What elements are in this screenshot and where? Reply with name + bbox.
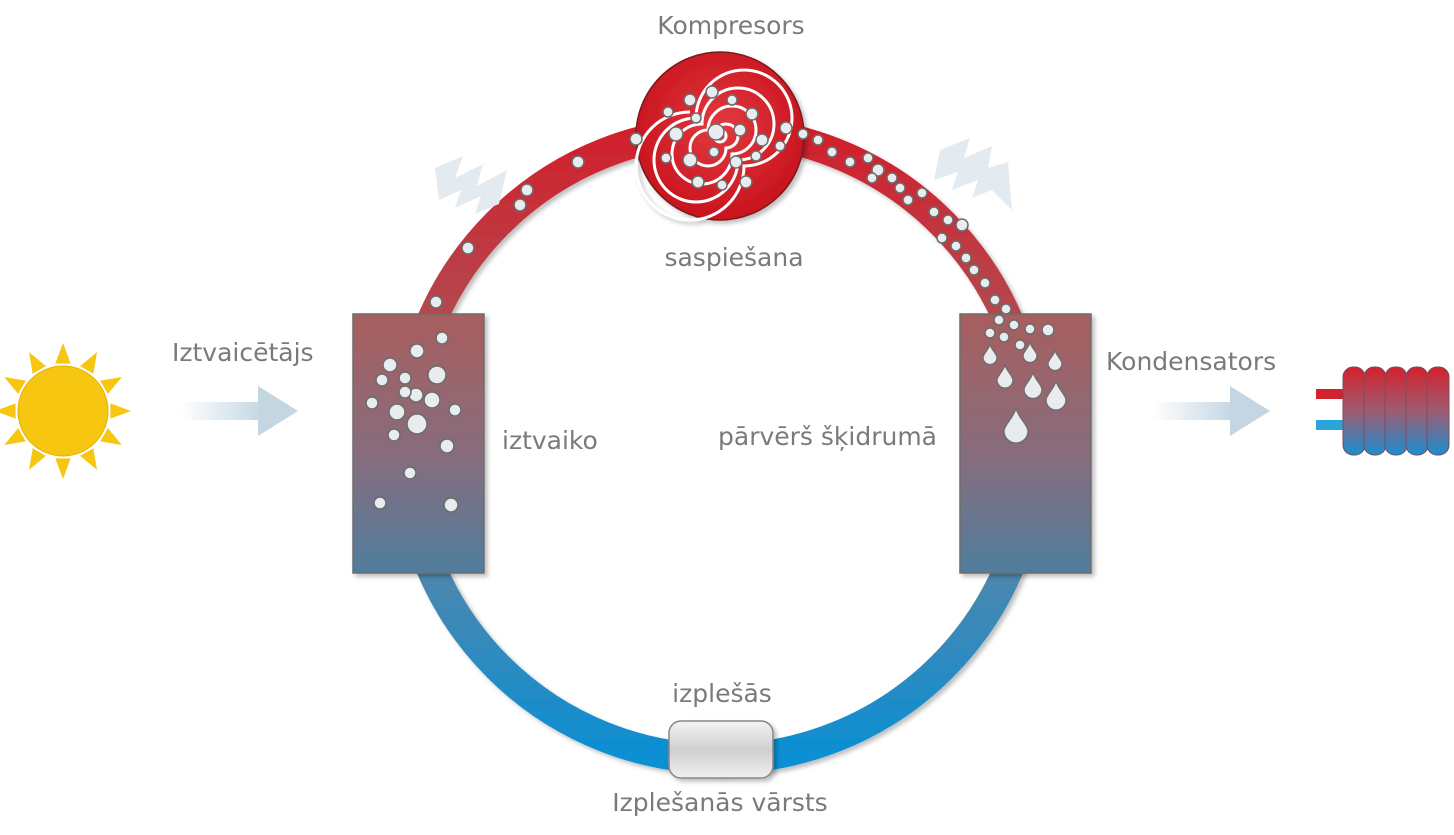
bubble-icon	[409, 343, 425, 359]
bubble-icon	[726, 94, 738, 106]
bubble-icon	[812, 134, 824, 146]
droplet-icon	[1047, 350, 1063, 372]
bubble-icon	[998, 331, 1010, 343]
heat-arrow-icon	[934, 138, 1012, 210]
bubble-icon	[682, 152, 698, 168]
bubble-icon	[705, 85, 719, 99]
sun-icon	[0, 343, 131, 479]
spiral-icon	[634, 68, 794, 222]
condensate-droplets	[982, 342, 1067, 444]
bubble-icon	[406, 413, 428, 435]
bubble-icon	[373, 496, 387, 510]
bubble-icon	[989, 294, 1001, 306]
bubble-icon	[427, 365, 447, 385]
bubble-icon	[683, 93, 697, 107]
bubble-icon	[779, 121, 793, 135]
heat-arrow-icon	[435, 156, 507, 214]
bubble-icon	[936, 232, 948, 244]
bubble-icon	[443, 497, 459, 513]
bubble-icon	[716, 179, 728, 191]
bubble-icon	[382, 357, 398, 373]
expands-label: izplešās	[672, 679, 772, 708]
expansion-valve	[668, 720, 774, 779]
bubble-icon	[435, 331, 449, 345]
bubble-icon	[708, 146, 720, 158]
droplet-icon	[1045, 380, 1067, 411]
droplet-icon	[996, 364, 1014, 389]
bubble-icon	[950, 240, 962, 252]
bubble-icon	[960, 252, 972, 264]
bubble-icon	[979, 277, 991, 289]
evaporator-label: Iztvaicētājs	[172, 338, 314, 367]
bubble-icon	[968, 264, 980, 276]
bubble-icon	[1024, 323, 1036, 335]
bubble-icon	[660, 152, 672, 164]
bubble-icon	[398, 385, 412, 399]
bubble-icon	[691, 175, 705, 189]
bubble-icon	[461, 241, 475, 255]
bubble-icon	[1014, 339, 1026, 351]
expansion-valve-label: Izplešanās vārsts	[612, 788, 828, 817]
radiator-coil-icon	[1316, 366, 1450, 456]
bubble-icon	[388, 403, 406, 421]
bubble-icon	[871, 163, 885, 177]
bubble-icon	[745, 107, 759, 121]
bubble-icon	[984, 327, 996, 339]
bubble-icon	[429, 295, 443, 309]
bubble-icon	[1000, 303, 1012, 315]
condenser-label: Kondensators	[1106, 347, 1277, 376]
bubble-icon	[862, 152, 874, 164]
bubble-icon	[844, 156, 856, 168]
bubble-icon	[942, 214, 954, 226]
bubble-icon	[955, 218, 969, 232]
bubble-icon	[571, 155, 585, 169]
bubble-icon	[729, 155, 743, 169]
bubble-icon	[826, 146, 838, 158]
bubble-icon	[866, 172, 878, 184]
bubble-icon	[387, 428, 401, 442]
droplet-icon	[1023, 372, 1043, 400]
evaporates-label: iztvaiko	[502, 426, 598, 455]
bubble-icon	[894, 182, 906, 194]
bubble-icon	[668, 126, 684, 142]
bubble-icon	[398, 371, 412, 385]
bubble-icon	[707, 123, 725, 141]
bubble-icon	[629, 132, 643, 146]
bubble-icon	[750, 150, 762, 162]
condenses-label: pārvērš šķidrumā	[718, 422, 938, 451]
bubble-icon	[739, 175, 753, 189]
droplet-icon	[1022, 342, 1038, 364]
bubble-icon	[662, 106, 674, 118]
droplet-icon	[982, 344, 998, 366]
bubble-icon	[365, 396, 379, 410]
bubble-icon	[423, 391, 441, 409]
bubble-icon	[439, 438, 455, 454]
bubble-icon	[774, 140, 786, 152]
bubble-icon	[928, 206, 940, 218]
bubble-icon	[1041, 323, 1055, 337]
bubble-icon	[1008, 319, 1020, 331]
bubble-icon	[916, 187, 928, 199]
bubble-icon	[448, 403, 462, 417]
bubble-icon	[755, 133, 769, 147]
bubble-icon	[375, 373, 389, 387]
bubble-icon	[886, 172, 898, 184]
bubble-icon	[520, 183, 534, 197]
refrigerant-bubbles	[365, 85, 1055, 513]
bubble-icon	[797, 128, 809, 140]
droplet-icon	[1003, 408, 1029, 444]
flow-arrow-right	[1152, 386, 1270, 436]
bubble-icon	[902, 194, 914, 206]
flow-arrow-left	[180, 386, 298, 436]
bubble-icon	[993, 314, 1005, 326]
compression-label: saspiešana	[664, 243, 804, 272]
compressor-label: Kompresors	[657, 11, 805, 40]
bubble-icon	[733, 123, 747, 137]
bubble-icon	[690, 112, 702, 124]
bubble-icon	[403, 466, 417, 480]
bubble-icon	[513, 198, 527, 212]
